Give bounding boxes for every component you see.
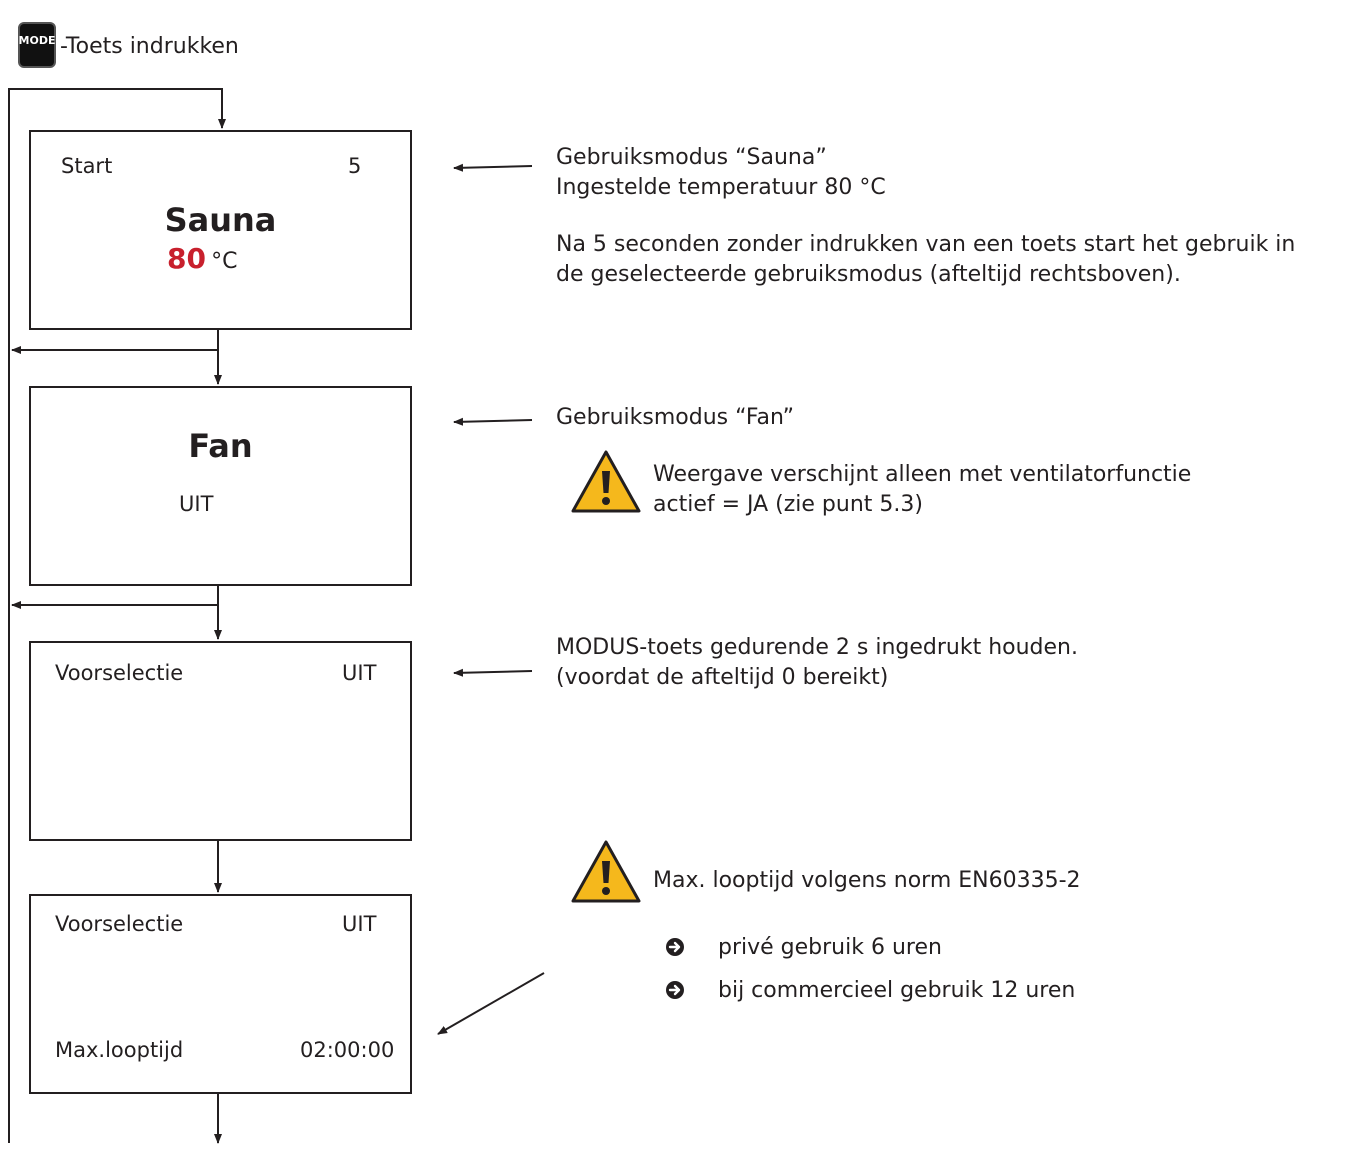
max-runtime-label: Max.looptijd	[55, 1038, 184, 1062]
note-bullet-commercial: bij commercieel gebruik 12 uren	[718, 978, 1076, 1003]
screen-sauna: Start 5 Sauna 80 °C	[29, 130, 412, 330]
screen-preselect-label: Voorselectie	[55, 661, 184, 685]
screen-preselect-value: UIT	[342, 661, 377, 685]
note-sauna-autostart-2: de geselecteerde gebruiksmodus (afteltij…	[556, 262, 1181, 287]
screen-preselect: Voorselectie UIT	[29, 641, 412, 841]
screen-preselect-maxruntime: Voorselectie UIT Max.looptijd 02:00:00	[29, 894, 412, 1094]
screen-fan-title: Fan	[188, 427, 253, 465]
screen-preselect-max-value: UIT	[342, 912, 377, 936]
note-modus-before-zero: (voordat de afteltijd 0 bereikt)	[556, 665, 889, 690]
max-runtime-value: 02:00:00	[300, 1038, 395, 1062]
note-fan-mode: Gebruiksmodus “Fan”	[556, 405, 795, 430]
warning-triangle-icon	[571, 450, 641, 513]
mode-key-icon: MODE	[18, 22, 56, 68]
temperature-value: 80	[167, 242, 206, 275]
note-max-runtime-norm: Max. looptijd volgens norm EN60335-2	[653, 868, 1081, 893]
screen-sauna-temperature: 80 °C	[167, 242, 237, 275]
note-sauna-temperature: Ingestelde temperatuur 80 °C	[556, 175, 886, 200]
temperature-unit: °C	[211, 249, 238, 274]
screen-sauna-title: Sauna	[164, 201, 277, 239]
arrow-bullet-icon	[666, 981, 684, 999]
note-bullet-private: privé gebruik 6 uren	[718, 935, 942, 960]
arrow-bullet-icon	[666, 938, 684, 956]
mode-key-caption: -Toets indrukken	[60, 34, 239, 59]
note-fan-warning-1: Weergave verschijnt alleen met ventilato…	[653, 462, 1192, 487]
note-sauna-mode: Gebruiksmodus “Sauna”	[556, 145, 827, 170]
screen-sauna-start-label: Start	[61, 154, 113, 178]
note-fan-warning-2: actief = JA (zie punt 5.3)	[653, 492, 923, 517]
screen-preselect-max-label: Voorselectie	[55, 912, 184, 936]
warning-triangle-icon	[571, 840, 641, 903]
screen-fan: Fan UIT	[29, 386, 412, 586]
note-modus-hold: MODUS-toets gedurende 2 s ingedrukt houd…	[556, 635, 1078, 660]
screen-sauna-countdown: 5	[348, 154, 362, 178]
note-sauna-autostart-1: Na 5 seconden zonder indrukken van een t…	[556, 232, 1296, 257]
screen-fan-status: UIT	[179, 492, 214, 516]
